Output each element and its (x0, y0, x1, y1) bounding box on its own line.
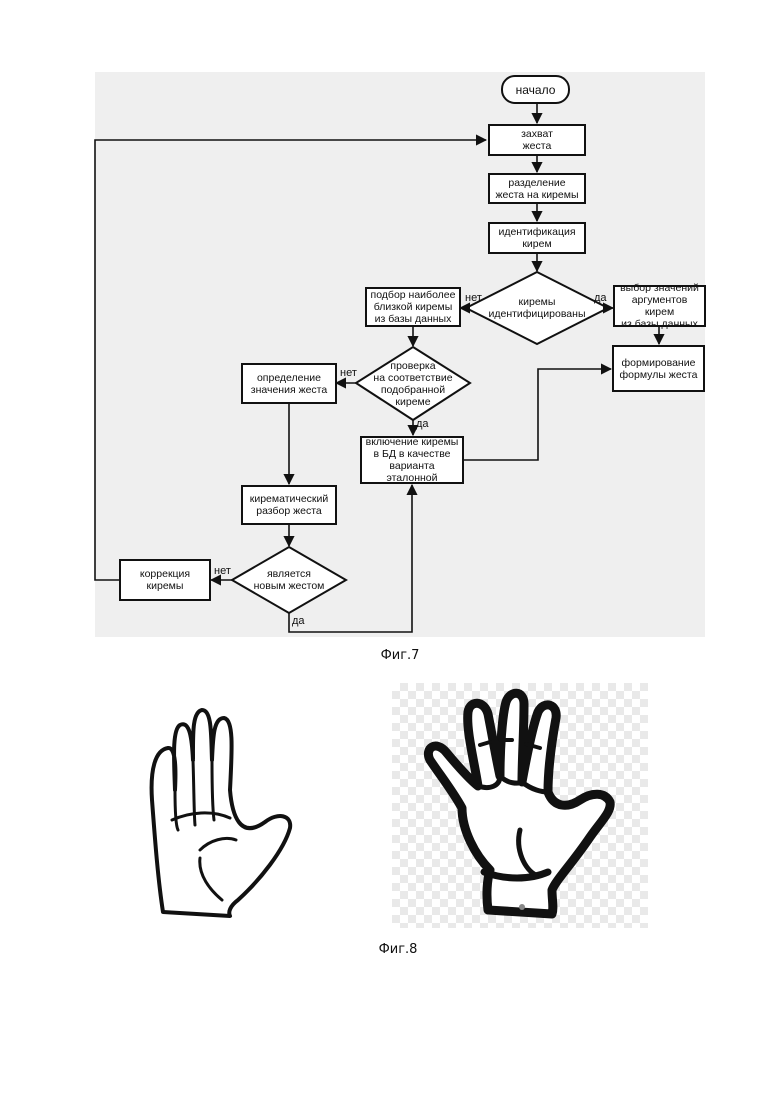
figure8-caption: Фиг.8 (338, 942, 458, 957)
label-yes-identified: да (594, 292, 607, 304)
start-node: начало (501, 75, 570, 104)
form-gesture-formula-box: формирование формулы жеста (612, 345, 705, 392)
correct-kireme-box: коррекция киремы (119, 559, 211, 601)
include-in-db-box: включение киремы в БД в качестве вариант… (360, 436, 464, 484)
split-gesture-box: разделение жеста на киремы (488, 173, 586, 204)
capture-gesture-box: захват жеста (488, 124, 586, 156)
decision-check-text: проверка на соответствие подобранной кир… (366, 360, 460, 408)
select-closest-kireme-box: подбор наиболее близкой киремы из базы д… (365, 287, 461, 327)
select-argument-values-box: выбор значений аргументов кирем из базы … (613, 285, 706, 327)
label-no-new: нет (214, 565, 231, 577)
label-no-check: нет (340, 367, 357, 379)
hand-sketch-left (152, 710, 291, 916)
label-yes-check: да (416, 418, 429, 430)
determine-meaning-box: определение значения жеста (241, 363, 337, 404)
decision-new-gesture-text: является новым жестом (245, 566, 333, 594)
kiremic-parse-box: кирематический разбор жеста (241, 485, 337, 525)
figure7-caption: Фиг.7 (340, 648, 460, 663)
decision-identified-text: киремы идентифицированы (476, 288, 598, 328)
label-no-identified: нет (465, 292, 482, 304)
identify-kiremes-box: идентификация кирем (488, 222, 586, 254)
hand-outline-right-background (392, 683, 648, 928)
label-yes-new: да (292, 615, 305, 627)
